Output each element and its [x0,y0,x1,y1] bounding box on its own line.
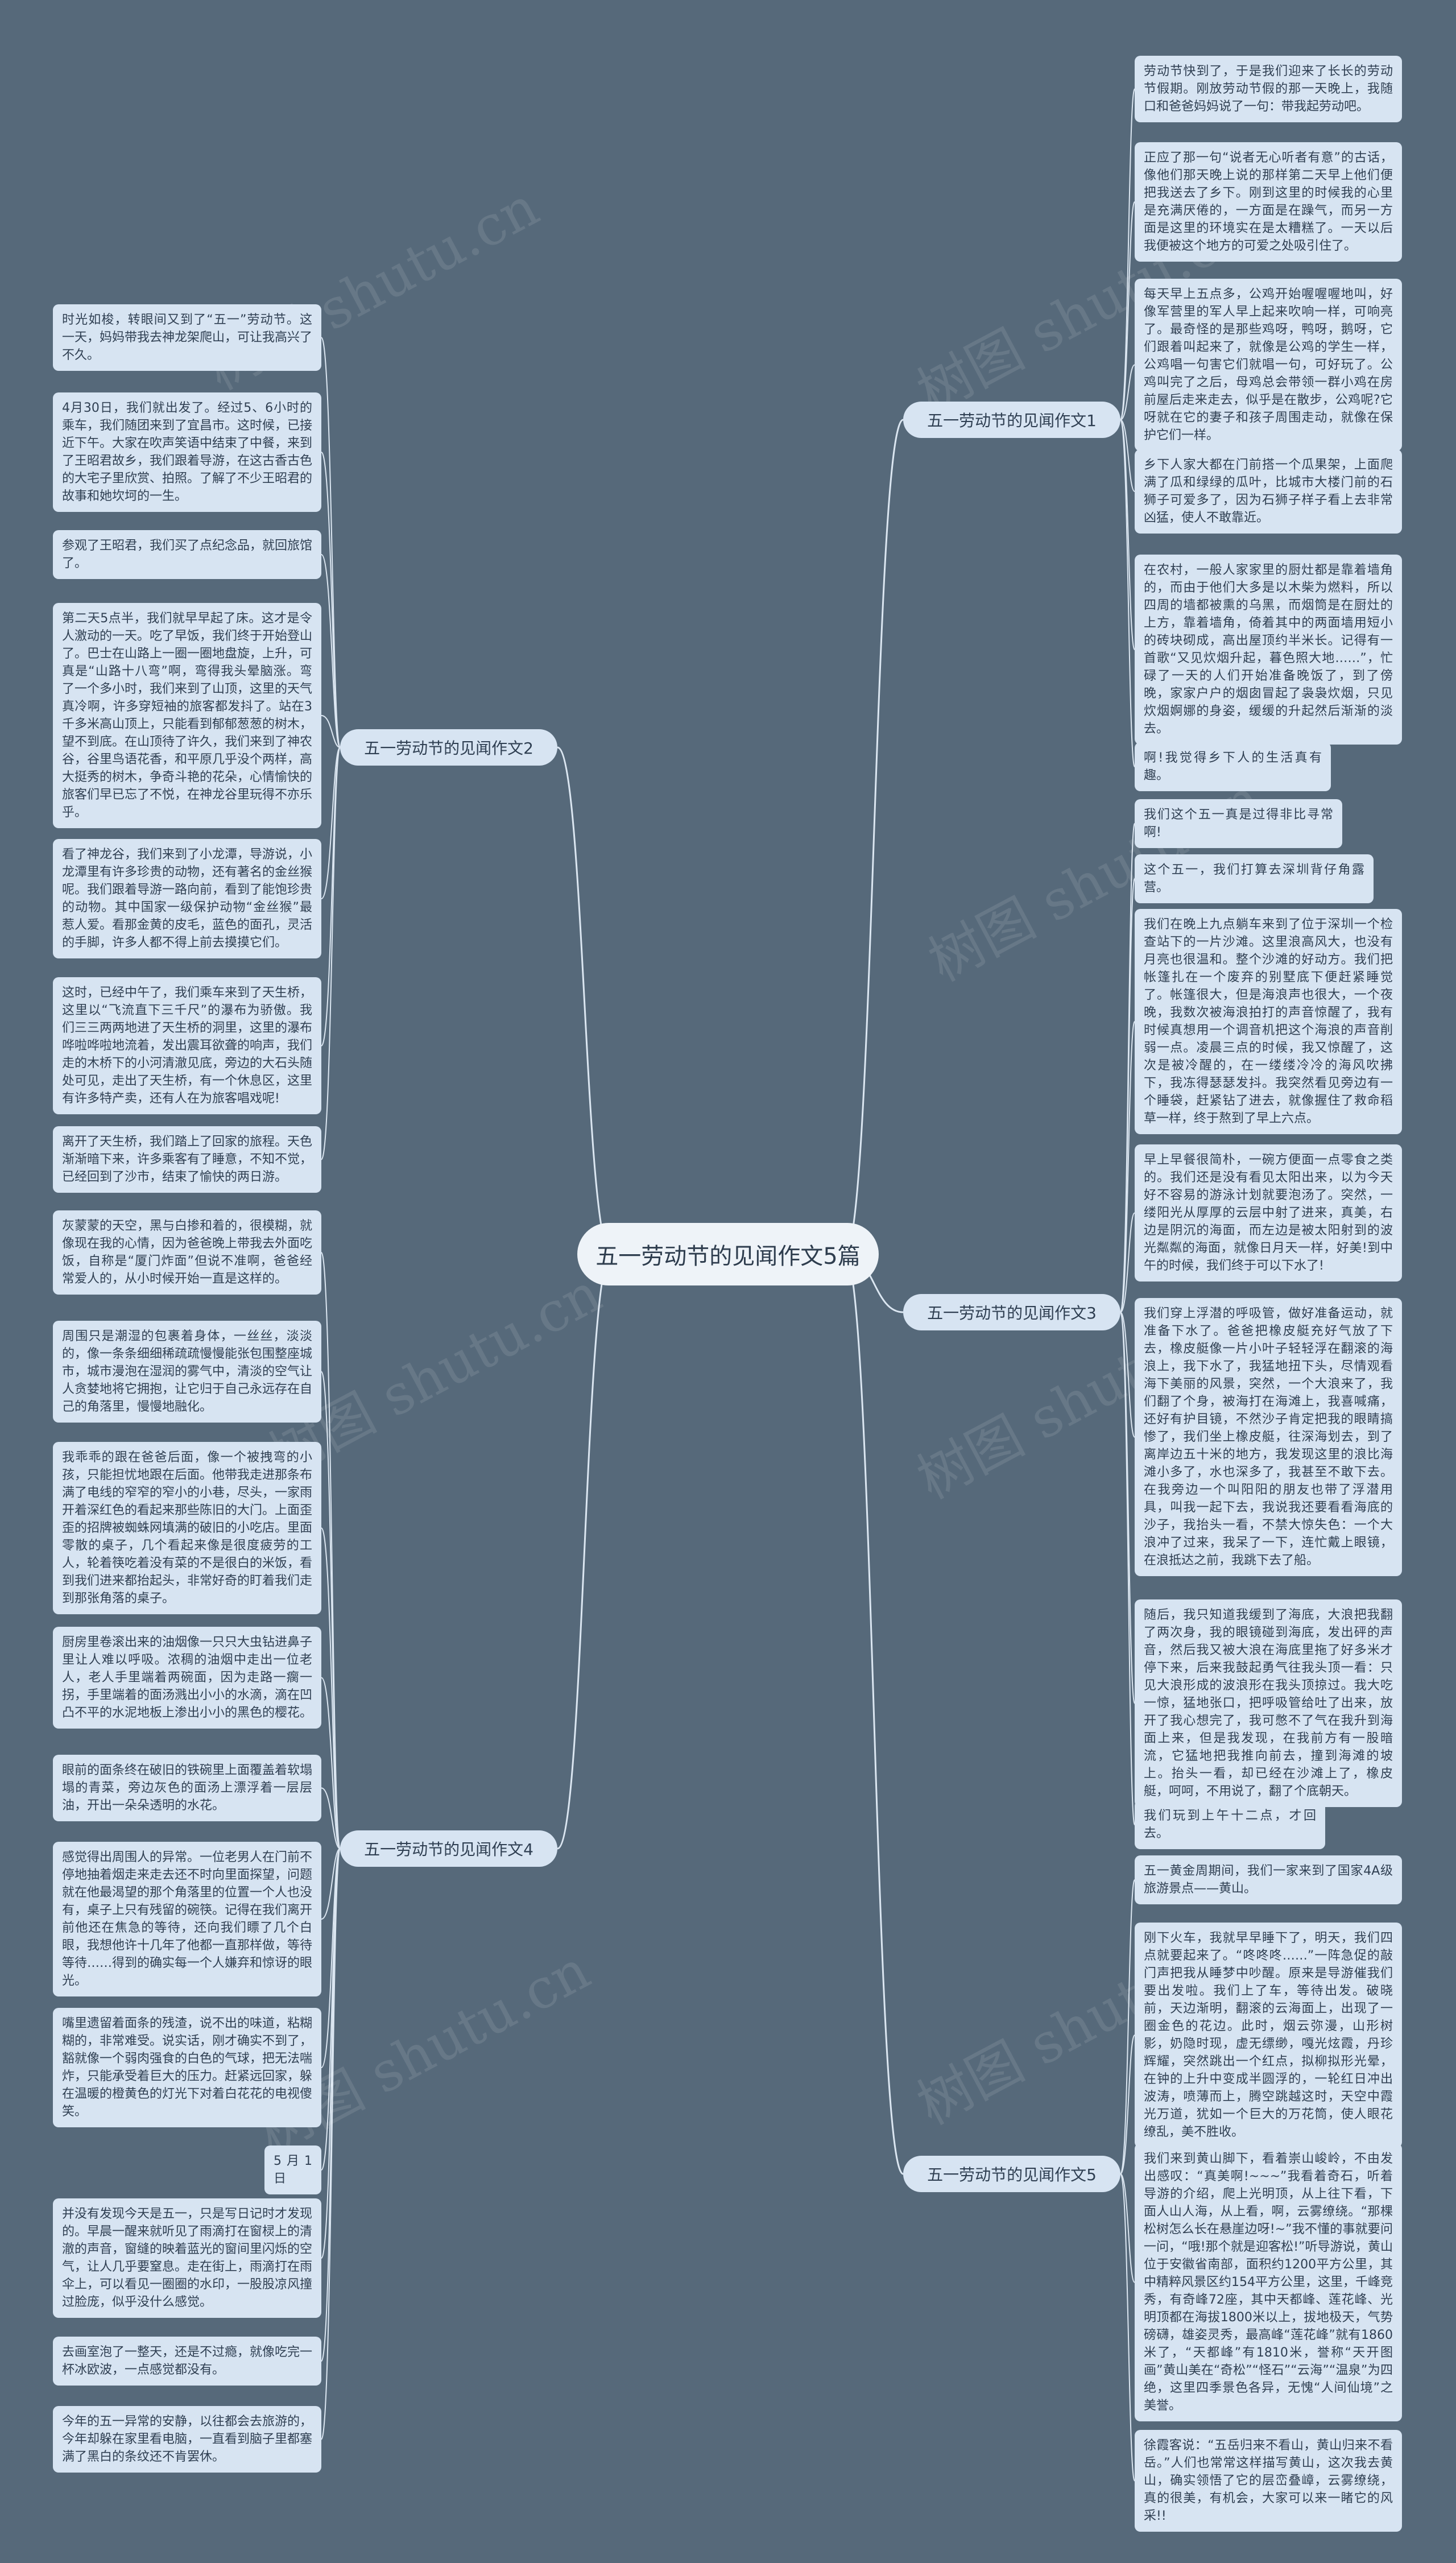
leaf-essay-3-item-1[interactable]: 我们这个五一真是过得非比寻常啊! [1135,799,1342,848]
leaf-essay-4-item-8[interactable]: 5月1日 [264,2146,321,2194]
root-branch-connector [844,1253,904,2175]
branch-leaf-connector [1120,364,1135,420]
branch-leaf-connector [321,1848,341,2440]
leaf-essay-1-item-2[interactable]: 正应了那一句“说者无心听者有意”的古话，像他们那天晚上说的那样第二天早上他们便把… [1135,142,1402,262]
branch-leaf-connector [1120,419,1135,650]
leaf-essay-4-item-2[interactable]: 周围只是潮湿的包裹着身体，一丝丝，淡淡的，像一条条细细稀疏疏慢慢能张包围整座城市… [53,1321,321,1423]
leaf-essay-3-item-6[interactable]: 随后，我只知道我缓到了海底，大浪把我翻了两次身，我的眼镜碰到海底，发出砰的声音，… [1135,1599,1402,1807]
leaf-essay-4-item-3[interactable]: 我乖乖的跟在爸爸后面，像一个被拽弯的小孩，只能担忧地跟在后面。他带我走进那条布满… [53,1442,321,1614]
leaf-essay-3-item-7[interactable]: 我们玩到上午十二点，才回去。 [1135,1800,1325,1849]
branch-leaf-connector [1120,419,1135,492]
leaf-essay-4-item-7[interactable]: 嘴里遗留着面条的残渣，说不出的味道，粘糊糊的，非常难受。说实话，刚才确实不到了，… [53,2008,321,2127]
leaf-essay-3-item-2[interactable]: 这个五一，我们打算去深圳背仔角露营。 [1135,854,1374,903]
leaf-essay-1-item-3[interactable]: 每天早上五点多，公鸡开始喔喔喔地叫，好像军营里的军人早上起来吹响一样，可响亮了。… [1135,279,1402,451]
root-branch-connector [557,746,612,1255]
leaf-essay-4-item-5[interactable]: 眼前的面条终在破旧的铁碗里上面覆盖着软塌塌的青菜，旁边灰色的面汤上漂浮着一层层油… [53,1755,321,1821]
leaf-essay-1-item-4[interactable]: 乡下人家大都在门前搭一个瓜果架，上面爬满了瓜和绿绿的瓜叶，比城市大楼门前的石狮子… [1135,449,1402,534]
leaf-essay-1-item-1[interactable]: 劳动节快到了，于是我们迎来了长长的劳动节假期。刚放劳动节假的那一天晚上，我随口和… [1135,56,1402,122]
branch-leaf-connector [321,1677,341,1849]
leaf-essay-2-item-3[interactable]: 参观了王昭君，我们买了点纪念品，就回旅馆了。 [53,530,321,579]
branch-leaf-connector [1120,1312,1135,1825]
branch-leaf-connector [1120,1021,1135,1313]
leaf-essay-2-item-2[interactable]: 4月30日，我们就出发了。经过5、6小时的乘车，我们随团来到了宜昌市。这时候，已… [53,392,321,512]
leaf-essay-3-item-4[interactable]: 早上早餐很简朴，一碗方便面一点零食之类的。我们还是没有看见太阳出来，以为今天好不… [1135,1144,1402,1282]
leaf-essay-5-item-2[interactable]: 刚下火车，我就早早睡下了，明天，我们四点就要起来了。“咚咚咚……”一阵急促的敲门… [1135,1923,1402,2148]
leaf-essay-4-item-10[interactable]: 去画室泡了一整天，还是不过瘾，就像吃完一杯冰欧波，一点感觉都没有。 [53,2337,321,2386]
branch-essay-1[interactable]: 五一劳动节的见闻作文1 [903,402,1120,438]
leaf-essay-1-item-6[interactable]: 啊!我觉得乡下人的生活真有趣。 [1135,742,1331,791]
leaf-essay-1-item-5[interactable]: 在农村，一般人家家里的厨灶都是靠着墙角的，而由于他们大多是以木柴为燃料，所以四周… [1135,555,1402,745]
leaf-essay-2-item-7[interactable]: 离开了天生桥，我们踏上了回家的旅程。天色渐渐暗下来，许多乘客有了睡意，不知不觉，… [53,1126,321,1193]
leaf-essay-2-item-6[interactable]: 这时，已经中午了，我们乘车来到了天生桥，这里以“飞流直下三千尺”的瀑布为骄傲。我… [53,977,321,1114]
branch-essay-4[interactable]: 五一劳动节的见闻作文4 [340,1830,557,1867]
branch-essay-3[interactable]: 五一劳动节的见闻作文3 [903,1294,1120,1330]
branch-leaf-connector [321,747,341,899]
leaf-essay-3-item-3[interactable]: 我们在晚上九点躺车来到了位于深圳一个检查站下的一片沙滩。这里浪高风大，也没有月亮… [1135,909,1402,1134]
leaf-essay-4-item-1[interactable]: 灰蒙蒙的天空，黑与白掺和着的，很模糊，就像现在我的心情，因为爸爸晚上带我去外面吃… [53,1210,321,1295]
branch-leaf-connector [321,554,341,748]
branch-leaf-connector [1120,1212,1135,1313]
branch-leaf-connector [1120,1879,1135,2175]
mindmap-root[interactable]: 五一劳动节的见闻作文5篇 [577,1223,879,1285]
leaf-essay-5-item-4[interactable]: 徐霞客说：“五岳归来不看山，黄山归来不看岳。”人们也常常这样描写黄山，这次我去黄… [1135,2430,1402,2532]
branch-leaf-connector [321,452,341,748]
branch-leaf-connector [321,1527,341,1849]
root-branch-connector [844,419,904,1255]
branch-leaf-connector [1120,2173,1135,2482]
branch-leaf-connector [321,337,341,748]
branch-leaf-connector [1120,2173,1135,2283]
leaf-essay-4-item-9[interactable]: 并没有发现今天是五一，只是写日记时才发现的。早晨一醒来就听见了雨滴打在窗棂上的清… [53,2198,321,2318]
leaf-essay-3-item-5[interactable]: 我们穿上浮潜的呼吸管，做好准备运动，就准备下水了。爸爸把橡皮艇充好气放了下去，橡… [1135,1298,1402,1576]
branch-essay-5[interactable]: 五一劳动节的见闻作文5 [903,2156,1120,2192]
leaf-essay-5-item-3[interactable]: 我们来到黄山脚下，看着崇山峻岭，不由发出感叹：“真美啊!~~~”我看着奇石，听着… [1135,2143,1402,2421]
branch-leaf-connector [321,1787,341,1849]
branch-leaf-connector [321,747,341,1160]
branch-leaf-connector [1120,878,1135,1313]
leaf-essay-4-item-11[interactable]: 今年的五一异常的安静，以往都会去旅游的，今年却躲在家里看电脑，一直看到脑子里都塞… [53,2406,321,2473]
leaf-essay-4-item-4[interactable]: 厨房里卷滚出来的油烟像一只只大虫钻进鼻子里让人难以呼吸。浓稠的油烟中走出一位老人… [53,1627,321,1729]
branch-leaf-connector [1120,2035,1135,2175]
branch-leaf-connector [321,1371,341,1849]
leaf-essay-2-item-5[interactable]: 看了神龙谷，我们来到了小龙潭，导游说，小龙潭里有许多珍贵的动物，还有著名的金丝猴… [53,839,321,958]
root-branch-connector [557,1253,612,1850]
leaf-essay-2-item-1[interactable]: 时光如梭，转眼间又到了“五一”劳动节。这一天，妈妈带我去神龙架爬山，可让我高兴了… [53,304,321,371]
leaf-essay-2-item-4[interactable]: 第二天5点半，我们就早早起了床。这才是令人激动的一天。吃了早饭，我们终于开始登山… [53,603,321,828]
branch-leaf-connector [1120,88,1135,420]
branch-leaf-connector [1120,419,1135,767]
leaf-essay-4-item-6[interactable]: 感觉得出周围人的异常。一位老男人在门前不停地抽着烟走来走去还不时向里面探望，问题… [53,1842,321,1996]
leaf-essay-5-item-1[interactable]: 五一黄金周期间，我们一家来到了国家4A级旅游景点——黄山。 [1135,1855,1402,1904]
branch-leaf-connector [1120,1312,1135,1438]
branch-leaf-connector [321,715,341,748]
branch-essay-2[interactable]: 五一劳动节的见闻作文2 [340,729,557,766]
branch-leaf-connector [321,1848,341,1920]
branch-leaf-connector [1120,201,1135,420]
